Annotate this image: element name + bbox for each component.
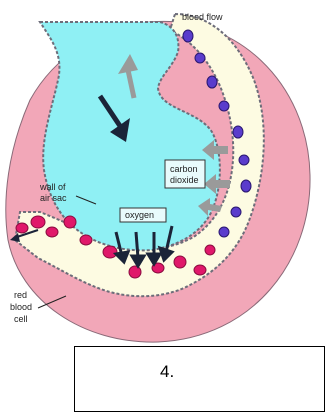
wall-label-line1: wall of — [39, 182, 66, 192]
answer-label: 4. — [160, 362, 174, 382]
wall-label-line2: air sac — [40, 193, 67, 203]
rbc-label-line3: cell — [14, 314, 28, 324]
answer-box[interactable]: 4. — [74, 346, 325, 412]
alveolus-diagram: blood flow wall of air sac carbon dioxid… — [0, 0, 327, 345]
rbc-label-line2: blood — [10, 302, 32, 312]
rbc-label-line1: red — [14, 290, 27, 300]
oxygen-label: oxygen — [125, 210, 154, 220]
carbon-label-line1: carbon — [170, 164, 198, 174]
carbon-label-line2: dioxide — [170, 175, 199, 185]
blood-flow-label: blood flow — [182, 12, 223, 22]
